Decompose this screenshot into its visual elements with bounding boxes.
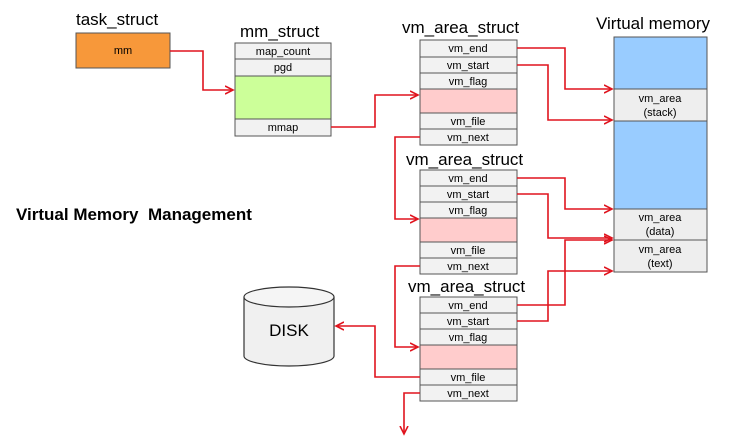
pointer-arrows xyxy=(170,47,612,434)
mm-struct-title: mm_struct xyxy=(240,22,320,41)
vm-area-data-block xyxy=(613,208,708,241)
vm-area-text-block xyxy=(613,239,708,273)
vm-area-2-flag: vm_flag xyxy=(449,205,488,217)
vm-area-stack-block xyxy=(613,88,708,122)
vm-area-data-name: (data) xyxy=(646,226,675,238)
vm-area-1-next: vm_next xyxy=(447,132,489,144)
arrow-vm3-start-to-text xyxy=(517,271,612,322)
vm-area-3-title: vm_area_struct xyxy=(408,277,525,296)
vm-area-2-end: vm_end xyxy=(448,173,487,185)
task-struct-box xyxy=(75,32,171,69)
arrow-vm2-end-to-data xyxy=(517,177,612,209)
arrow-vm1-next-to-vm2 xyxy=(394,136,420,219)
vm-area-3-end: vm_end xyxy=(448,300,487,312)
vm-area-stack-name: (stack) xyxy=(644,107,677,119)
vm-area-1-title: vm_area_struct xyxy=(402,18,519,37)
virtual-memory-top-block xyxy=(613,36,708,90)
vm-area-1-pink-area xyxy=(419,88,518,114)
vm-area-1-flag: vm_flag xyxy=(449,76,488,88)
mm-struct-pgd: pgd xyxy=(274,62,292,74)
arrow-vm1-start-to-stack xyxy=(517,64,612,120)
vm-area-3-flag: vm_flag xyxy=(449,332,488,344)
vm-area-text-label: vm_area xyxy=(639,244,683,256)
vm-area-2-file: vm_file xyxy=(451,245,486,257)
vm-area-2-title: vm_area_struct xyxy=(406,150,523,169)
vm-area-1-end: vm_end xyxy=(448,43,487,55)
vm-area-text-name: (text) xyxy=(647,258,672,270)
vm-area-1-start: vm_start xyxy=(447,60,489,72)
task-struct-mm-field: mm xyxy=(114,45,132,57)
arrow-vm1-end-to-stack xyxy=(517,47,612,89)
vm-area-1-file: vm_file xyxy=(451,116,486,128)
vm-area-stack-label: vm_area xyxy=(639,93,683,105)
diagram-heading: Virtual Memory Management xyxy=(16,205,252,224)
arrow-vm2-start-to-data xyxy=(517,193,612,238)
vm-area-2-start: vm_start xyxy=(447,189,489,201)
vm-area-3-pink-area xyxy=(419,344,518,370)
mm-struct-mmap: mmap xyxy=(268,122,299,134)
arrow-vm3-file-to-disk xyxy=(336,326,420,378)
vm-area-2-pink-area xyxy=(419,217,518,243)
vm-area-3-file: vm_file xyxy=(451,372,486,384)
vm-area-3-start: vm_start xyxy=(447,316,489,328)
vm-area-2-next: vm_next xyxy=(447,261,489,273)
virtual-memory-middle-block xyxy=(613,120,708,210)
disk-icon xyxy=(243,286,335,367)
mm-struct-pgd-area xyxy=(234,75,332,120)
arrow-vm3-next-down xyxy=(404,392,420,434)
arrow-mmap-to-vm-area-1 xyxy=(331,95,418,128)
vm-area-3-next: vm_next xyxy=(447,388,489,400)
mm-struct-map-count: map_count xyxy=(256,46,310,58)
vm-area-data-label: vm_area xyxy=(639,212,683,224)
arrow-vm3-end-to-text xyxy=(517,240,612,306)
virtual-memory-title: Virtual memory xyxy=(596,14,710,33)
arrow-vm2-next-to-vm3 xyxy=(394,265,420,347)
arrow-mm-to-mm-struct xyxy=(170,50,233,90)
disk-label: DISK xyxy=(269,321,309,340)
task-struct-title: task_struct xyxy=(76,10,158,29)
